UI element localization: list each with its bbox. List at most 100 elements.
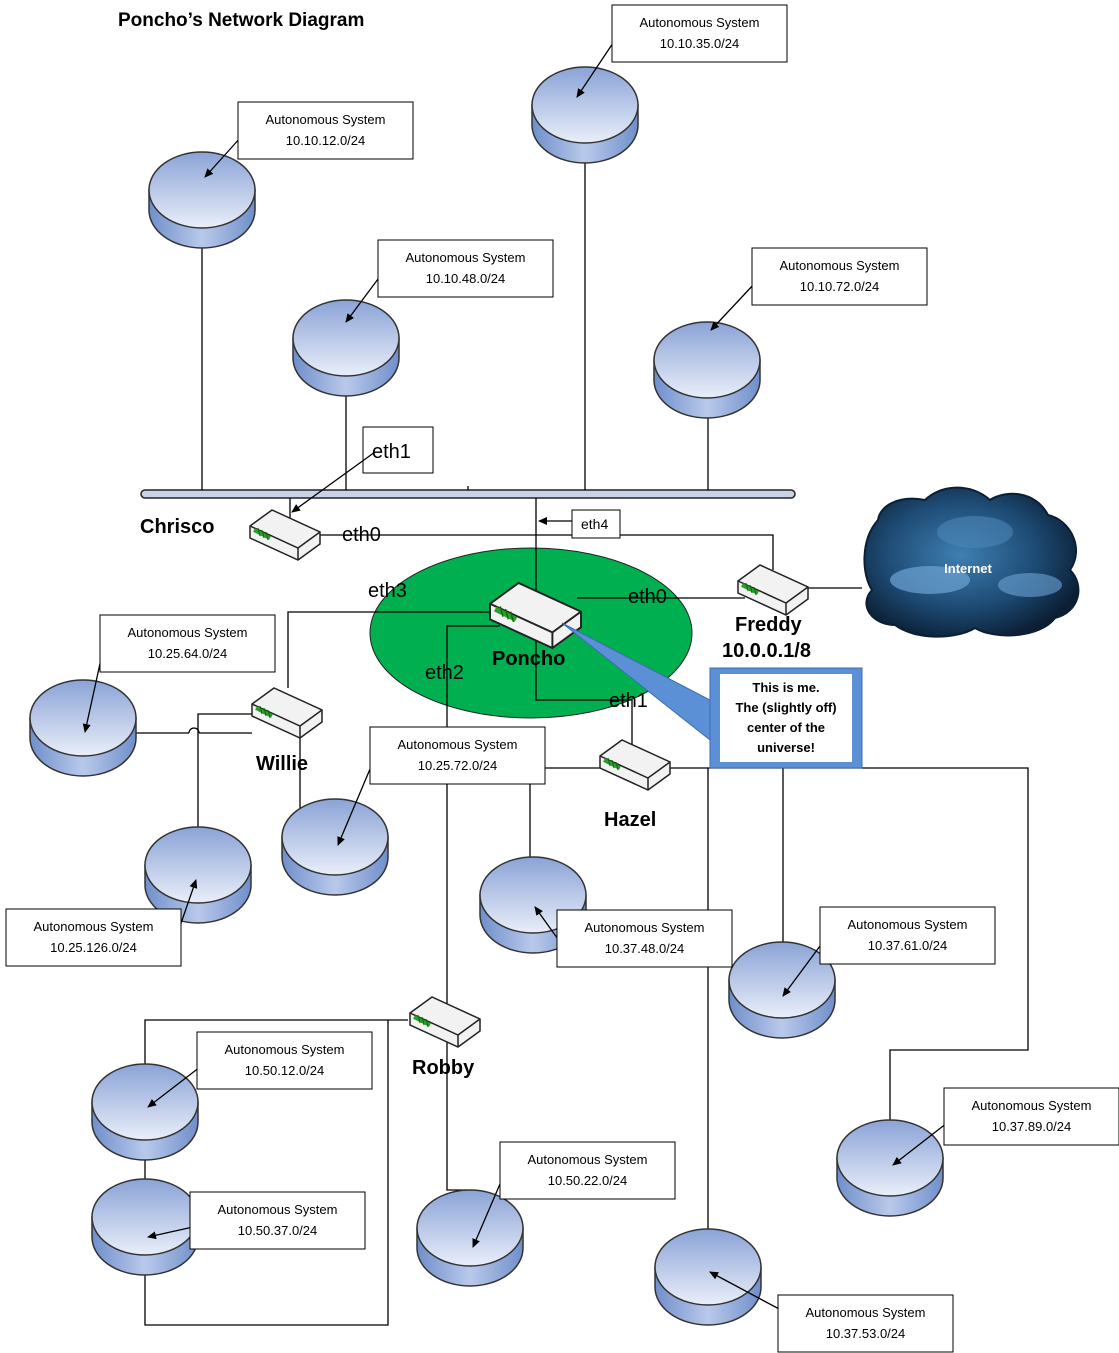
as-box-s2564: Autonomous System 10.25.64.0/24 (82, 614, 276, 733)
as-label-s3761: Autonomous System (848, 917, 968, 932)
subnet-s3761: 10.37.61.0/24 (868, 938, 948, 953)
subnet-s5022: 10.50.22.0/24 (548, 1173, 628, 1188)
eth3-label: eth3 (368, 580, 407, 602)
router-robby-icon[interactable] (408, 995, 482, 1049)
as-box-s25126: Autonomous System 10.25.126.0/24 (5, 879, 198, 967)
eth0-chrisco-label: eth0 (342, 524, 381, 546)
as-label-s3753: Autonomous System (806, 1305, 926, 1320)
cyl-3789 (836, 1119, 944, 1217)
as-pointer-s3761 (782, 941, 824, 997)
as-label-s1048: Autonomous System (406, 250, 526, 265)
callout-line-2: The (slightly off) (735, 700, 836, 715)
callout-line-4: universe! (757, 740, 815, 755)
router-willie-icon[interactable] (250, 686, 324, 740)
subnet-s5012: 10.50.12.0/24 (245, 1063, 325, 1078)
as-box-s3748: Autonomous System 10.37.48.0/24 (534, 906, 733, 968)
cyl-1012 (148, 151, 256, 249)
subnet-s2564: 10.25.64.0/24 (148, 646, 228, 661)
as-box-s5012: Autonomous System 10.50.12.0/24 (147, 1031, 373, 1108)
willie-label: Willie (256, 753, 308, 775)
as-box-s3761: Autonomous System 10.37.61.0/24 (782, 906, 996, 997)
cyl-2572 (281, 798, 389, 896)
callout-line-1: This is me. (752, 680, 819, 695)
as-label-s3789: Autonomous System (972, 1098, 1092, 1113)
as-pointer-s5022 (472, 1176, 504, 1248)
interface-labels: eth1 eth0 eth4 eth3 eth0 eth2 eth1 (291, 426, 667, 712)
as-pointer-s1048 (345, 274, 382, 323)
as-pointer-s3748 (534, 906, 561, 943)
as-label-s2572: Autonomous System (398, 737, 518, 752)
as-box-s5022: Autonomous System 10.50.22.0/24 (472, 1141, 676, 1248)
network-bus (140, 489, 796, 499)
as-box-s1072: Autonomous System 10.10.72.0/24 (710, 247, 928, 331)
as-label-s3748: Autonomous System (585, 920, 705, 935)
cyl-5037 (91, 1178, 199, 1276)
subnet-s5037: 10.50.37.0/24 (238, 1223, 318, 1238)
as-box-s3753: Autonomous System 10.37.53.0/24 (709, 1271, 954, 1353)
as-label-s1072: Autonomous System (780, 258, 900, 273)
as-pointer-s25126 (178, 879, 198, 930)
as-label-s5037: Autonomous System (218, 1202, 338, 1217)
as-boxes: Autonomous System10.10.35.0/24Autonomous… (5, 4, 1119, 1353)
as-pointer-s1012 (204, 136, 242, 178)
as-label-s5012: Autonomous System (225, 1042, 345, 1057)
callout: This is me. The (slightly off) center of… (561, 622, 863, 769)
subnet-s1048: 10.10.48.0/24 (426, 271, 506, 286)
subnet-s1012: 10.10.12.0/24 (286, 133, 366, 148)
router-hazel-icon[interactable] (598, 738, 672, 792)
callout-line-3: center of the (747, 720, 825, 735)
eth1-chrisco-label: eth1 (372, 441, 411, 463)
as-pointer-s2572 (337, 761, 374, 846)
as-pointer-s1035 (576, 39, 616, 98)
hazel-label: Hazel (604, 809, 656, 831)
as-label-s1035: Autonomous System (640, 15, 760, 30)
as-label-s25126: Autonomous System (34, 919, 154, 934)
cyl-3761 (728, 941, 836, 1039)
router-labels: Chrisco Poncho Freddy 10.0.0.1/8 Willie … (140, 516, 811, 1079)
cyl-1035 (531, 66, 639, 164)
internet-label: Internet (944, 561, 992, 576)
subnet-s2572: 10.25.72.0/24 (418, 758, 498, 773)
eth1-hazel-label: eth1 (609, 690, 648, 712)
eth0-freddy-label: eth0 (628, 586, 667, 608)
freddy-label: Freddy (735, 614, 803, 636)
subnet-s3789: 10.37.89.0/24 (992, 1119, 1072, 1134)
diagram-title: Poncho’s Network Diagram (118, 10, 364, 31)
cyl-1072 (653, 321, 761, 419)
cyl-2564 (29, 679, 137, 777)
as-label-s2564: Autonomous System (128, 625, 248, 640)
eth2-label: eth2 (425, 662, 464, 684)
as-box-s3789: Autonomous System 10.37.89.0/24 (892, 1087, 1119, 1166)
freddy-ip-label: 10.0.0.1/8 (722, 640, 811, 662)
subnet-s3753: 10.37.53.0/24 (826, 1326, 906, 1341)
subnet-s1035: 10.10.35.0/24 (660, 36, 740, 51)
as-pointer-s3753 (709, 1271, 782, 1311)
subnet-s1072: 10.10.72.0/24 (800, 279, 880, 294)
as-pointer-s5012 (147, 1066, 201, 1108)
as-box-s1012: Autonomous System 10.10.12.0/24 (204, 101, 414, 178)
cyl-5012 (91, 1063, 199, 1161)
poncho-label: Poncho (492, 648, 565, 670)
eth4-label: eth4 (581, 516, 608, 532)
robby-label: Robby (412, 1057, 475, 1079)
cyl-5022 (416, 1189, 524, 1287)
cyl-1048 (292, 299, 400, 397)
as-box-s5037: Autonomous System 10.50.37.0/24 (147, 1191, 366, 1250)
router-chrisco-icon[interactable] (248, 508, 322, 562)
cyl-3753 (654, 1228, 762, 1326)
as-pointer-s3789 (892, 1122, 948, 1166)
as-label-s5022: Autonomous System (528, 1152, 648, 1167)
as-box-s1048: Autonomous System 10.10.48.0/24 (345, 239, 554, 323)
router-freddy-icon[interactable] (736, 563, 810, 617)
as-pointer-s1072 (710, 282, 756, 331)
links (136, 150, 1029, 1326)
internet-cloud: Internet (863, 486, 1080, 638)
as-box-s2572: Autonomous System 10.25.72.0/24 (337, 726, 546, 846)
subnet-s25126: 10.25.126.0/24 (50, 940, 137, 955)
as-label-s1012: Autonomous System (266, 112, 386, 127)
subnet-s3748: 10.37.48.0/24 (605, 941, 685, 956)
as-box-s1035: Autonomous System 10.10.35.0/24 (576, 4, 788, 98)
as-pointer-s5037 (147, 1226, 194, 1240)
